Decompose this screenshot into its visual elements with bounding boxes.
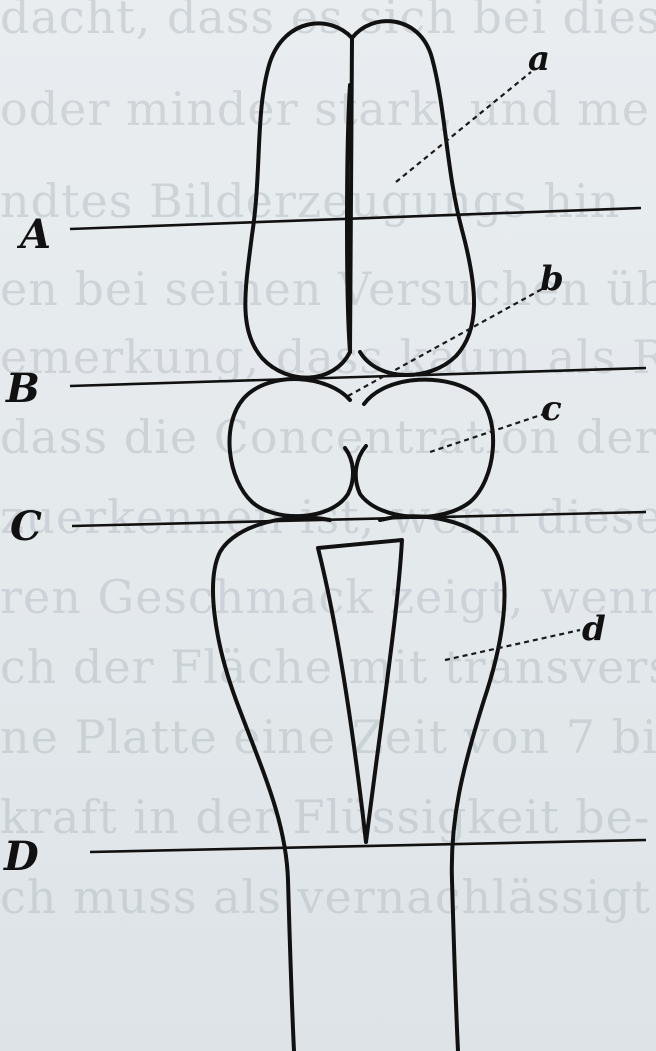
label-d: d — [582, 609, 606, 649]
label-C: C — [10, 503, 42, 550]
label-B: B — [5, 365, 40, 412]
root-outline-left — [213, 518, 330, 1051]
label-A: A — [16, 211, 51, 258]
label-D: D — [3, 833, 39, 880]
line-C — [72, 512, 646, 526]
middle-lobe-left — [230, 379, 354, 516]
root-median-triangle — [318, 540, 402, 842]
label-b: b — [540, 259, 564, 299]
leader-d — [445, 630, 580, 660]
label-c: c — [541, 389, 562, 429]
label-a: a — [528, 39, 550, 79]
leader-a — [396, 72, 531, 182]
line-A — [70, 208, 641, 229]
line-B — [70, 368, 646, 386]
tip-lobe-right — [352, 21, 474, 375]
leader-c — [430, 414, 544, 452]
tip-lobe-left — [245, 23, 352, 377]
middle-lobe-right — [356, 380, 493, 517]
